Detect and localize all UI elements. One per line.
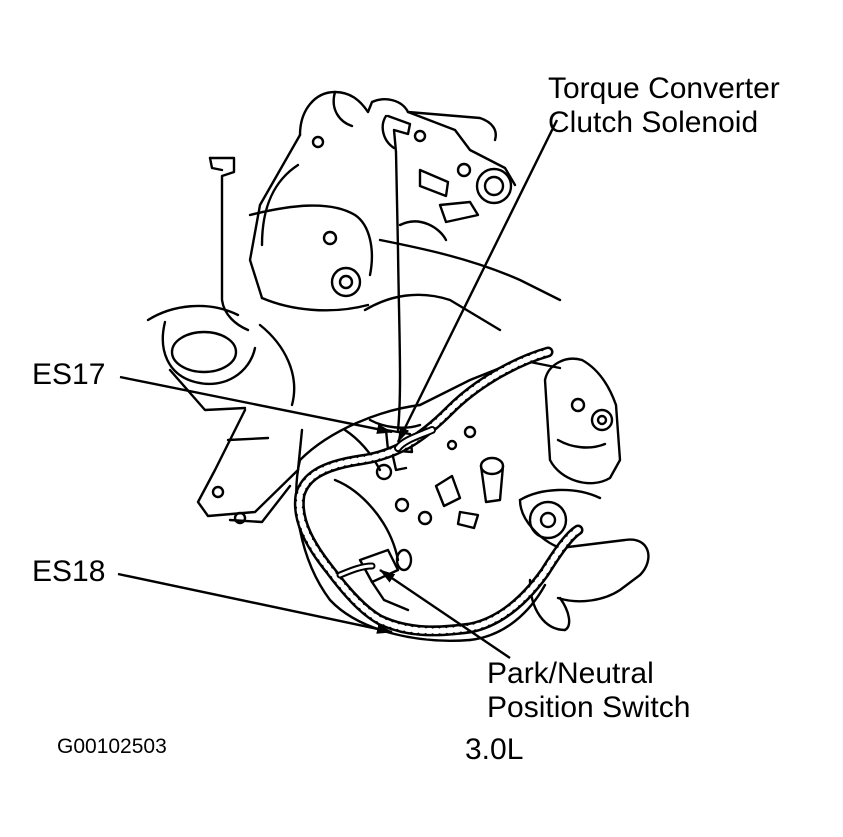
- intake-manifold: [248, 90, 517, 312]
- figure-id: G00102503: [57, 735, 167, 758]
- es18-label: ES18: [32, 555, 106, 588]
- transmission-mount: [543, 357, 622, 485]
- pnp-switch-label: Park/Neutral Position Switch: [487, 657, 690, 724]
- dipstick-tube: [208, 156, 250, 332]
- engine-block: [146, 238, 562, 412]
- bell-housing: [518, 488, 650, 632]
- tcc-solenoid-label-line1: Torque Converter: [548, 72, 780, 105]
- pnp-switch-leader: [379, 569, 511, 659]
- engine-size-label: 3.0L: [465, 733, 524, 766]
- tcc-solenoid-label-line2: Clutch Solenoid: [548, 105, 759, 139]
- wiring-harness: [293, 346, 584, 637]
- transaxle-dipstick-tube: [381, 114, 412, 432]
- pnp-switch-label-line2: Position Switch: [487, 690, 691, 724]
- tcc-solenoid-label: Torque Converter Clutch Solenoid: [548, 72, 780, 139]
- es17-label: ES17: [32, 358, 106, 391]
- es18-leader: [117, 572, 393, 634]
- park-neutral-switch: [358, 548, 413, 612]
- es17-leader: [119, 375, 393, 434]
- tcc-solenoid-leader: [396, 119, 559, 443]
- mount-bracket: [196, 408, 304, 525]
- pnp-switch-label-line1: Park/Neutral: [487, 657, 654, 690]
